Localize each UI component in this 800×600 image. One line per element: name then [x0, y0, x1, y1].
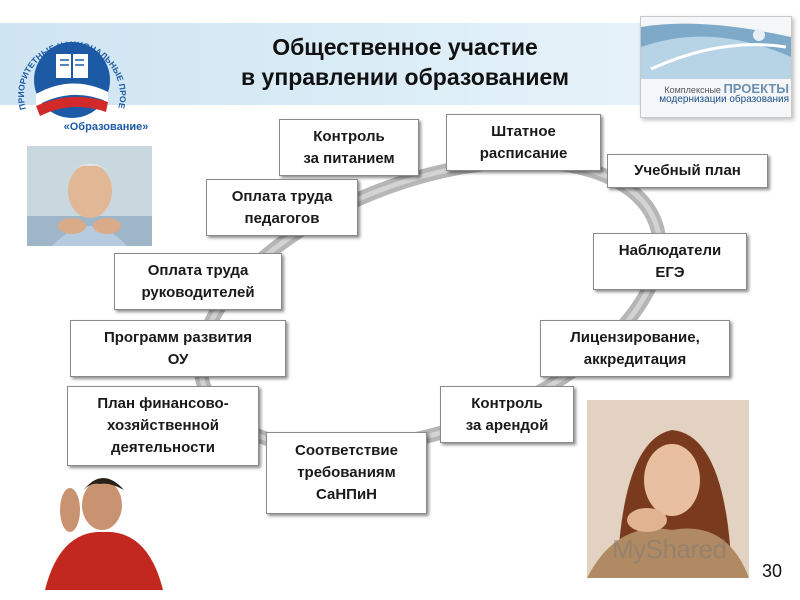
slide-title: Общественное участие в управлении образо…: [170, 32, 640, 92]
item-licensing: Лицензирование,аккредитация: [540, 320, 730, 377]
item-curriculum: Учебный план: [607, 154, 768, 188]
logo-label: «Образование»: [64, 121, 149, 133]
photo-older-man: [27, 146, 152, 246]
photo-young-man: [40, 460, 168, 590]
logo-right-line-1: Комплексные ПРОЕКТЫ: [649, 81, 789, 96]
title-line-2: в управлении образованием: [241, 64, 569, 90]
photo-woman: [587, 400, 749, 578]
page-number: 30: [762, 561, 783, 581]
title-line-1: Общественное участие: [272, 34, 538, 60]
logo-right-line-2: модернизации образования: [659, 94, 789, 105]
logo-national-projects: ПРИОРИТЕТНЫЕ НАЦИОНАЛЬНЫЕ ПРОЕКТЫ «Образ…: [2, 6, 171, 134]
watermark: MyShared: [612, 534, 727, 564]
logo-right-prefix: Комплексные: [664, 85, 724, 95]
logo-swoosh-graphic: [641, 23, 791, 80]
logo-right-highlight: ПРОЕКТЫ: [723, 81, 789, 96]
logo-complex-projects: Комплексные ПРОЕКТЫ модернизации образов…: [640, 16, 792, 118]
